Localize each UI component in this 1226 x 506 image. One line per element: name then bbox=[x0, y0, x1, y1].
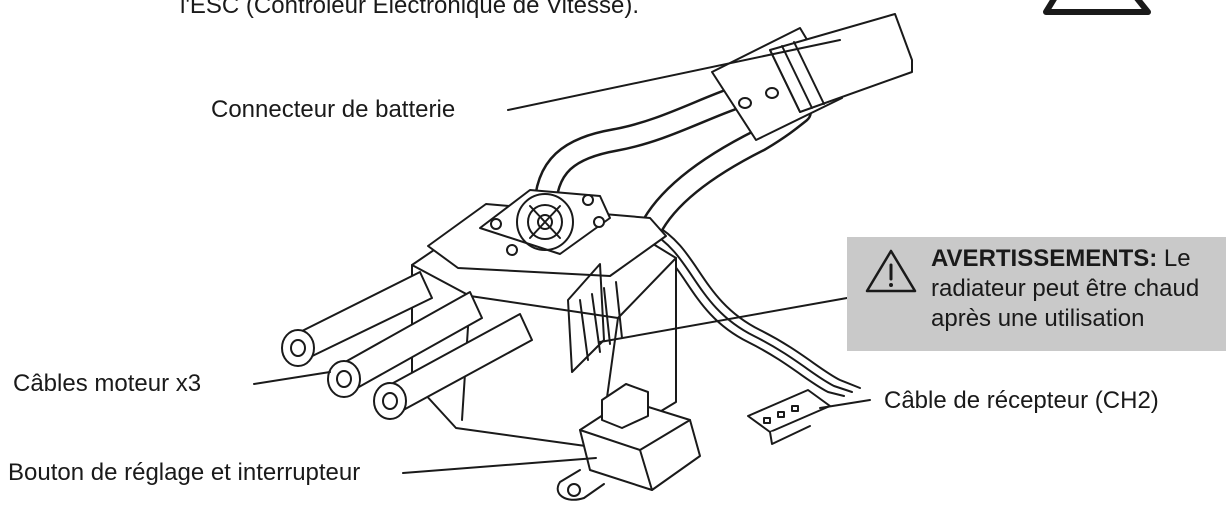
label-motor-cables: Câbles moteur x3 bbox=[13, 370, 202, 397]
leader-battery bbox=[507, 39, 841, 111]
leader-motor bbox=[253, 371, 331, 385]
leader-receiver bbox=[819, 399, 871, 409]
label-receiver-cable: Câble de récepteur (CH2) bbox=[884, 387, 1159, 414]
warning-title: AVERTISSEMENTS: bbox=[931, 245, 1158, 272]
leader-switch bbox=[402, 457, 597, 474]
warning-box bbox=[847, 237, 1226, 351]
warning-text: AVERTISSEMENTS: Le radiateur peut être c… bbox=[931, 244, 1226, 334]
label-battery-connector: Connecteur de batterie bbox=[211, 96, 456, 123]
setup-switch-part bbox=[556, 383, 701, 501]
warning-body: Le radiateur peut être chaud après une u… bbox=[931, 245, 1200, 332]
label-setup-button: Bouton de réglage et interrupteur bbox=[8, 459, 361, 486]
leader-lines bbox=[253, 39, 871, 474]
leader-warning bbox=[599, 297, 848, 343]
esc-body bbox=[411, 189, 677, 449]
header-text: l'ESC (Contrôleur Électronique de Vitess… bbox=[180, 0, 640, 19]
warning-triangle-icon bbox=[865, 249, 917, 293]
top-warning-triangle-icon bbox=[1043, 0, 1151, 15]
motor-cables bbox=[281, 271, 533, 420]
battery-connector-part bbox=[711, 13, 913, 141]
receiver-plug-part bbox=[747, 389, 831, 445]
